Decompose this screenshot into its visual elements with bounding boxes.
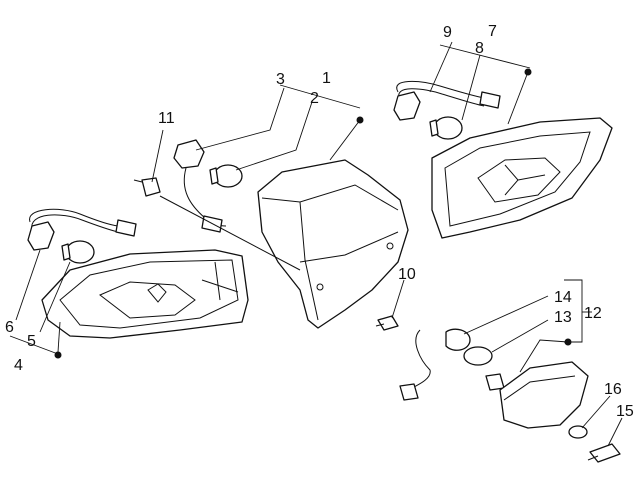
- center-bulb-socket: [173, 139, 243, 233]
- callout-14: 14: [554, 289, 572, 306]
- callout-3: 3: [276, 71, 285, 88]
- callout-11: 11: [158, 110, 175, 127]
- callout-9: 9: [443, 24, 452, 41]
- callout-4: 4: [14, 357, 23, 374]
- callout-1: 1: [322, 70, 331, 87]
- screw-housing: [375, 315, 399, 331]
- right-bulb-socket: [393, 80, 501, 140]
- callout-13: 13: [554, 309, 572, 326]
- callout-6: 6: [5, 319, 14, 336]
- callout-12: 12: [584, 305, 602, 322]
- callout-2: 2: [310, 90, 319, 107]
- left-bulb-socket: [27, 208, 137, 264]
- mounting-clip: [133, 177, 301, 271]
- left-tail-lamp: [41, 249, 249, 339]
- reference-dots: [54, 68, 572, 359]
- callout-15: 15: [616, 403, 634, 420]
- callout-8: 8: [475, 40, 484, 57]
- callout-labels: 1 2 3 4 5 6 7 8 9 10 11 12 13 14 15 16: [5, 23, 634, 420]
- license-plate-light: [399, 328, 589, 429]
- leader-lines: [9, 41, 623, 447]
- callout-5: 5: [27, 333, 36, 350]
- rear-light-housing: [257, 159, 409, 329]
- washer-and-screw: [568, 425, 621, 463]
- callout-16: 16: [604, 381, 622, 398]
- right-tail-lamp: [431, 117, 613, 239]
- callout-10: 10: [398, 266, 416, 283]
- callout-7: 7: [488, 23, 497, 40]
